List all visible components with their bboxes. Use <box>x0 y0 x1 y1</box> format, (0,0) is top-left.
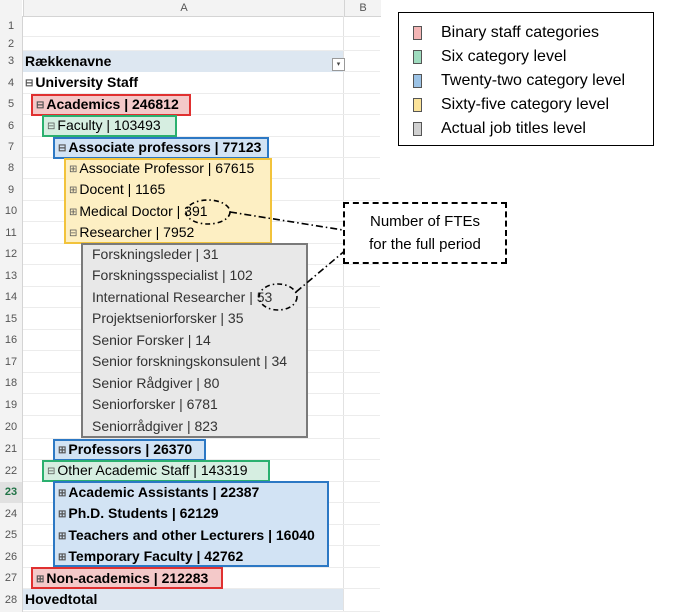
row-docent[interactable]: ⊞Docent | 1165 <box>69 181 166 197</box>
row-number[interactable]: 4 <box>0 72 23 94</box>
row-number[interactable]: 27 <box>0 568 23 589</box>
column-header-a[interactable]: A <box>23 0 344 17</box>
row-academics[interactable]: ⊟Academics | 246812 <box>36 96 179 112</box>
row-number[interactable]: 11 <box>0 222 23 244</box>
row-number[interactable]: 28 <box>0 589 23 612</box>
job-titles-box <box>81 243 308 438</box>
row-gridline <box>23 36 380 37</box>
row-associate-professors[interactable]: ⊟Associate professors | 77123 <box>58 139 262 155</box>
legend-swatch <box>413 98 422 112</box>
row-number[interactable]: 24 <box>0 503 23 525</box>
row-number[interactable]: 9 <box>0 179 23 201</box>
row-non-academics[interactable]: ⊞Non-academics | 212283 <box>36 570 209 586</box>
row-gridline <box>23 50 380 51</box>
row-job-title[interactable]: Senior Rådgiver | 80 <box>92 375 220 391</box>
row-number[interactable]: 20 <box>0 416 23 439</box>
row-researcher[interactable]: ⊟Researcher | 7952 <box>69 224 195 240</box>
six-level-box-faculty <box>42 115 177 137</box>
row-faculty[interactable]: ⊟Faculty | 103493 <box>47 117 161 133</box>
row-number[interactable]: 13 <box>0 265 23 287</box>
filter-dropdown-icon[interactable]: ▾ <box>332 58 345 71</box>
row-phd-students[interactable]: ⊞Ph.D. Students | 62129 <box>58 505 219 521</box>
collapse-icon[interactable]: ⊟ <box>25 78 34 89</box>
expand-icon[interactable]: ⊞ <box>58 531 67 542</box>
row-number[interactable]: 14 <box>0 287 23 308</box>
row-number[interactable]: 19 <box>0 394 23 416</box>
expand-icon[interactable]: ⊞ <box>69 164 78 175</box>
expand-icon[interactable]: ⊞ <box>58 509 67 520</box>
row-university-staff[interactable]: ⊟University Staff <box>25 74 139 90</box>
row-job-title[interactable]: Seniorforsker | 6781 <box>92 396 218 412</box>
row-gridline <box>23 93 380 94</box>
expand-icon[interactable]: ⊞ <box>36 574 45 585</box>
row-professors[interactable]: ⊞Professors | 26370 <box>58 441 193 457</box>
fte-callout: Number of FTEs for the full period <box>343 202 507 264</box>
row-grand-total[interactable]: Hovedtotal <box>25 591 98 607</box>
row-teachers[interactable]: ⊞Teachers and other Lecturers | 16040 <box>58 527 315 543</box>
row-number[interactable]: 23 <box>0 482 23 503</box>
row-number[interactable]: 12 <box>0 244 23 265</box>
row-number[interactable]: 18 <box>0 373 23 394</box>
expand-icon[interactable]: ⊞ <box>58 488 67 499</box>
row-number[interactable]: 22 <box>0 460 23 482</box>
column-header-b[interactable]: B <box>344 0 381 17</box>
row-number[interactable]: 8 <box>0 158 23 179</box>
row-number[interactable]: 21 <box>0 439 23 460</box>
row-academic-assistants[interactable]: ⊞Academic Assistants | 22387 <box>58 484 260 500</box>
row-number[interactable]: 16 <box>0 330 23 351</box>
row-medical-doctor[interactable]: ⊞Medical Doctor | 391 <box>69 203 208 219</box>
row-job-title[interactable]: Senior forskningskonsulent | 34 <box>92 353 288 369</box>
row-number[interactable]: 26 <box>0 546 23 568</box>
column-divider <box>343 16 344 612</box>
row-job-title[interactable]: Projektseniorforsker | 35 <box>92 310 244 326</box>
row-other-academic-staff[interactable]: ⊟Other Academic Staff | 143319 <box>47 462 248 478</box>
row-number[interactable]: 25 <box>0 525 23 546</box>
row-number[interactable]: 1 <box>0 16 23 37</box>
row-number[interactable]: 2 <box>0 37 23 51</box>
pivot-row-header[interactable]: Rækkenavne <box>25 53 112 69</box>
row-number[interactable]: 5 <box>0 94 23 115</box>
collapse-icon[interactable]: ⊟ <box>47 121 56 132</box>
row-gridline <box>23 438 380 439</box>
expand-icon[interactable]: ⊞ <box>58 445 67 456</box>
row-gridline <box>23 136 380 137</box>
row-gridline <box>23 114 380 115</box>
row-temporary-faculty[interactable]: ⊞Temporary Faculty | 42762 <box>58 548 244 564</box>
row-number[interactable]: 7 <box>0 137 23 158</box>
legend: Binary staff categories Six category lev… <box>398 12 654 146</box>
row-job-title[interactable]: Senior Forsker | 14 <box>92 332 211 348</box>
row-job-title[interactable]: Forskningsspecialist | 102 <box>92 267 253 283</box>
row-number[interactable]: 10 <box>0 201 23 222</box>
collapse-icon[interactable]: ⊟ <box>47 466 56 477</box>
collapse-icon[interactable]: ⊟ <box>58 143 67 154</box>
callout-line: for the full period <box>369 236 481 253</box>
callout-line: Number of FTEs <box>369 213 481 230</box>
row-number[interactable]: 6 <box>0 115 23 137</box>
legend-swatch <box>413 50 422 64</box>
corner-header[interactable] <box>0 0 22 17</box>
row-job-title[interactable]: International Researcher | 53 <box>92 289 273 305</box>
collapse-icon[interactable]: ⊟ <box>36 100 45 111</box>
pivot-header-band <box>23 51 343 72</box>
expand-icon[interactable]: ⊞ <box>69 185 78 196</box>
row-number[interactable]: 3 <box>0 51 23 72</box>
row-associate-professor[interactable]: ⊞Associate Professor | 67615 <box>69 160 255 176</box>
collapse-icon[interactable]: ⊟ <box>69 228 78 239</box>
row-job-title[interactable]: Seniorrådgiver | 823 <box>92 418 218 434</box>
row-number[interactable]: 15 <box>0 308 23 330</box>
legend-swatch <box>413 122 422 136</box>
expand-icon[interactable]: ⊞ <box>69 207 78 218</box>
twentytwo-level-box-other <box>53 481 329 567</box>
expand-icon[interactable]: ⊞ <box>58 552 67 563</box>
row-number[interactable]: 17 <box>0 351 23 373</box>
binary-box-nonacademics <box>31 567 223 589</box>
grand-total-band <box>23 589 343 610</box>
legend-swatch <box>413 26 422 40</box>
row-job-title[interactable]: Forskningsleder | 31 <box>92 246 219 262</box>
legend-swatch <box>413 74 422 88</box>
